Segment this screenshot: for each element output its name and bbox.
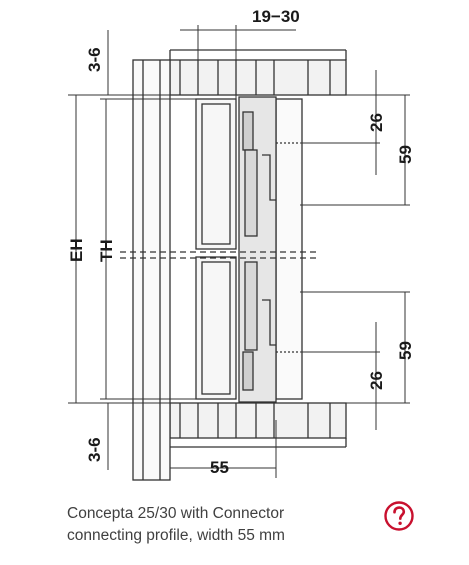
dim-lower-26: 26 — [367, 371, 386, 390]
dimension-labels: 19−30 3-6 EH TH 3-6 26 59 59 26 55 — [67, 7, 415, 477]
dim-eh: EH — [67, 238, 86, 262]
cabinet-outline — [120, 49, 347, 481]
dim-bottom-gap: 3-6 — [85, 437, 104, 462]
dim-lower-59: 59 — [396, 341, 415, 360]
dim-upper-59: 59 — [396, 145, 415, 164]
dim-19-30: 19−30 — [252, 7, 300, 26]
dim-top-gap: 3-6 — [85, 47, 104, 72]
dimension-lines — [68, 25, 410, 478]
figure-caption: Concepta 25/30 with Connector connecting… — [67, 503, 367, 547]
dim-width-55: 55 — [210, 458, 229, 477]
technical-drawing: 19−30 3-6 EH TH 3-6 26 59 59 26 55 — [67, 7, 415, 481]
caption-line-1: Concepta 25/30 with Connector — [67, 505, 285, 522]
caption-line-2: connecting profile, width 55 mm — [67, 527, 285, 544]
dim-upper-26: 26 — [367, 113, 386, 132]
dim-th: TH — [97, 239, 116, 262]
question-mark-icon[interactable] — [383, 500, 415, 532]
